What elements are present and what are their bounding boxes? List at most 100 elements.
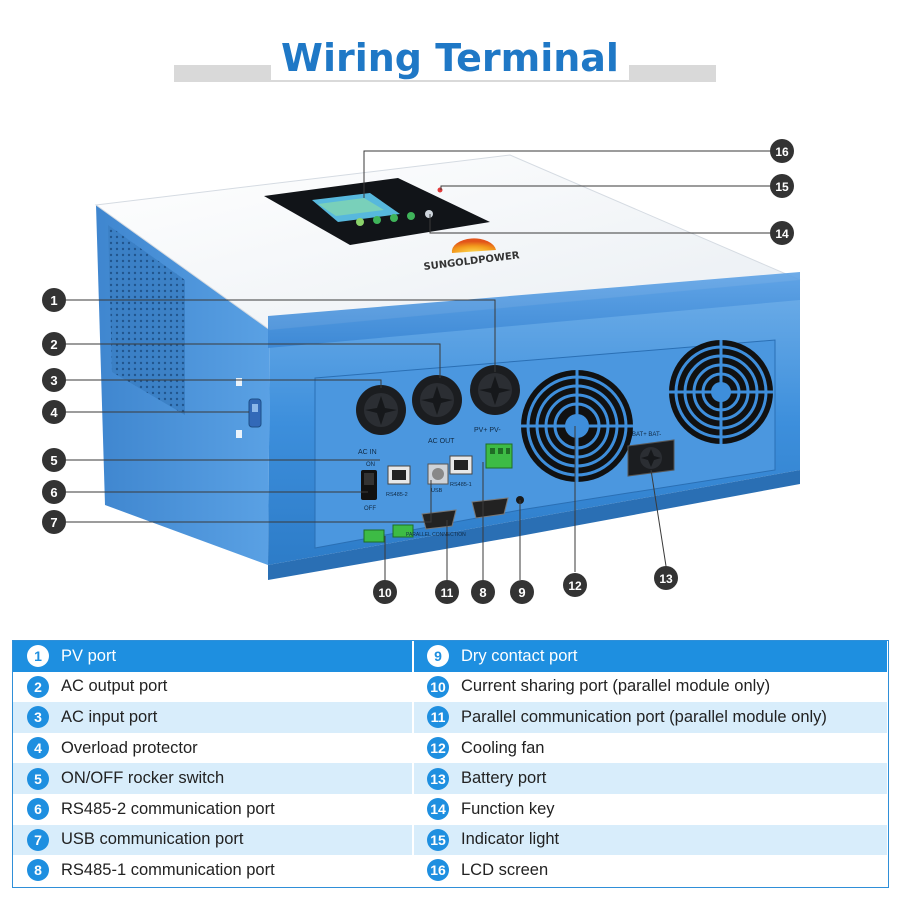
legend-label: RS485-1 communication port <box>61 860 275 879</box>
svg-text:9: 9 <box>518 585 525 600</box>
legend-item: 9 Dry contact port <box>413 641 887 672</box>
svg-text:1: 1 <box>50 293 57 308</box>
legend-number-badge: 6 <box>27 798 49 821</box>
column-divider <box>412 794 414 825</box>
dry-contact-connector <box>485 443 524 504</box>
legend-number-badge: 15 <box>427 828 449 851</box>
ac-out-label: AC OUT <box>428 438 455 445</box>
usb-label: USB <box>431 488 443 494</box>
legend-number-badge: 13 <box>427 767 449 790</box>
legend-number-badge: 1 <box>27 645 49 668</box>
callout-5: 5 <box>42 448 66 472</box>
legend-row: 2 AC output port 10 Current sharing port (… <box>13 671 887 703</box>
svg-text:3: 3 <box>50 373 57 388</box>
legend-number-badge: 7 <box>27 828 49 851</box>
front-panel: AC IN AC OUT PV+ PV- ON OFF RS485-2 USB … <box>248 272 800 580</box>
legend-number-badge: 12 <box>427 737 449 760</box>
column-divider <box>412 702 414 733</box>
callout-15: 15 <box>770 174 794 198</box>
callout-4: 4 <box>42 400 66 424</box>
column-divider <box>412 641 414 672</box>
callout-10: 10 <box>373 580 397 604</box>
rs485-1-label: RS485-1 <box>450 482 472 488</box>
svg-text:8: 8 <box>479 585 486 600</box>
parallel-label: PARALLEL CONNECTION <box>406 532 466 538</box>
callout-8: 8 <box>471 580 495 604</box>
legend-item: 7 USB communication port <box>13 825 411 856</box>
cooling-fan-right <box>669 340 773 444</box>
cooling-fan-left <box>521 370 633 482</box>
callout-11: 11 <box>435 580 459 604</box>
legend-label: Cooling fan <box>461 738 545 757</box>
usb-port: USB <box>427 463 449 494</box>
svg-text:13: 13 <box>659 572 673 586</box>
legend-number-badge: 8 <box>27 859 49 882</box>
legend-item: 2 AC output port <box>13 672 411 703</box>
callout-16: 16 <box>770 139 794 163</box>
pv-label: PV+ PV- <box>474 427 501 434</box>
legend-label: ON/OFF rocker switch <box>61 769 225 788</box>
legend-number-badge: 2 <box>27 675 49 698</box>
callout-2: 2 <box>42 332 66 356</box>
callout-9: 9 <box>510 580 534 604</box>
legend-label: AC input port <box>61 707 158 726</box>
callout-13: 13 <box>654 566 678 590</box>
legend-item: 12 Cooling fan <box>413 733 887 764</box>
legend-item: 6 RS485-2 communication port <box>13 794 411 825</box>
column-divider <box>412 763 414 794</box>
legend-number-badge: 4 <box>27 737 49 760</box>
rs485-2-port: RS485-2 <box>386 465 411 498</box>
column-divider <box>412 732 414 764</box>
rs485-1-port: RS485-1 <box>449 455 473 488</box>
legend-number-badge: 11 <box>427 706 449 729</box>
legend-label: RS485-2 communication port <box>61 799 275 818</box>
legend-item: 13 Battery port <box>413 763 887 794</box>
switch-off-label: OFF <box>364 506 376 512</box>
callout-14: 14 <box>770 221 794 245</box>
ac-in-label: AC IN <box>358 449 377 456</box>
column-divider <box>412 824 414 856</box>
legend-label: USB communication port <box>61 830 244 849</box>
callout-6: 6 <box>42 480 66 504</box>
ac-input-terminal <box>356 385 406 435</box>
callout-7: 7 <box>42 510 66 534</box>
legend-label: Current sharing port (parallel module on… <box>461 677 771 696</box>
current-sharing-connector: PARALLEL CONNECTION <box>363 524 466 543</box>
legend-item: 16 LCD screen <box>413 855 887 886</box>
legend-label: Dry contact port <box>461 646 578 665</box>
column-divider <box>412 671 414 703</box>
legend-item: 10 Current sharing port (parallel module … <box>413 672 887 703</box>
svg-text:15: 15 <box>775 180 789 194</box>
ac-output-terminal <box>412 375 462 425</box>
legend-label: AC output port <box>61 677 168 696</box>
overload-protector <box>248 398 262 428</box>
legend-number-badge: 9 <box>427 645 449 668</box>
legend-label: Battery port <box>461 769 547 788</box>
svg-text:11: 11 <box>441 586 454 600</box>
legend-number-badge: 10 <box>427 675 449 698</box>
column-divider <box>412 855 414 886</box>
svg-text:6: 6 <box>50 485 57 500</box>
legend-item: 8 RS485-1 communication port <box>13 855 411 886</box>
battery-label: BAT+ BAT- <box>632 432 661 438</box>
svg-text:12: 12 <box>568 579 582 593</box>
legend-number-badge: 14 <box>427 798 449 821</box>
battery-terminal: BAT+ BAT- <box>627 432 675 477</box>
legend-number-badge: 16 <box>427 859 449 882</box>
callout-12: 12 <box>563 573 587 597</box>
legend-label: LCD screen <box>461 860 549 879</box>
legend-row: 8 RS485-1 communication port 16 LCD screen <box>13 855 887 886</box>
svg-text:10: 10 <box>378 586 392 600</box>
